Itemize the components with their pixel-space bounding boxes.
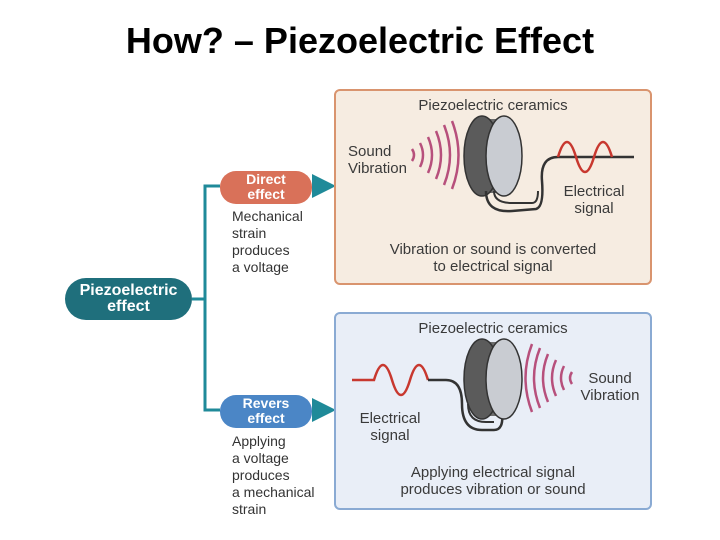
ceramic-disc-icon <box>463 115 523 197</box>
reverse-effect-illustration <box>352 338 574 432</box>
electrical-signal-label: Electrical signal <box>563 183 625 217</box>
direct-effect-caption: Vibration or sound is converted to elect… <box>389 241 597 275</box>
reverse-label-line1: Revers <box>242 395 290 411</box>
direct-label-line1: Direct <box>246 171 286 187</box>
direct-label-line2: effect <box>247 186 285 202</box>
sound-wave-icon <box>524 343 574 413</box>
panel-heading: Piezoelectric ceramics <box>418 97 568 114</box>
page-title: How? – Piezoelectric Effect <box>125 20 595 61</box>
sound-vibration-label: Sound Vibration <box>580 370 640 404</box>
sound-wave-icon <box>410 120 460 190</box>
sound-vibration-label: Sound Vibration <box>348 143 407 177</box>
reverse-effect-panel: Piezoelectric ceramics Sound Vibration E… <box>334 312 652 510</box>
reverse-effect-caption: Applying electrical signal produces vibr… <box>400 464 586 498</box>
direct-effect-panel: Piezoelectric ceramics Sound Vibration E… <box>334 89 652 285</box>
root-label-line1: Piezoelectric <box>79 282 178 299</box>
electrical-signal-wave-icon <box>352 363 430 397</box>
ceramic-disc-icon <box>463 338 523 420</box>
electrical-signal-wave-icon <box>556 140 614 174</box>
electrical-signal-label: Electrical signal <box>359 410 421 444</box>
reverse-effect-description: Applying a voltage produces a mechanical… <box>232 433 315 517</box>
reverse-label-line2: effect <box>247 410 285 426</box>
piezoelectric-effect-node: Piezoelectric effect <box>65 278 192 320</box>
direct-effect-illustration <box>410 115 634 213</box>
direct-effect-description: Mechanical strain produces a voltage <box>232 208 303 275</box>
direct-effect-node: Direct effect <box>220 171 312 204</box>
root-label-line2: effect <box>107 298 150 315</box>
panel-heading: Piezoelectric ceramics <box>418 320 568 337</box>
reverse-effect-node: Revers effect <box>220 395 312 428</box>
